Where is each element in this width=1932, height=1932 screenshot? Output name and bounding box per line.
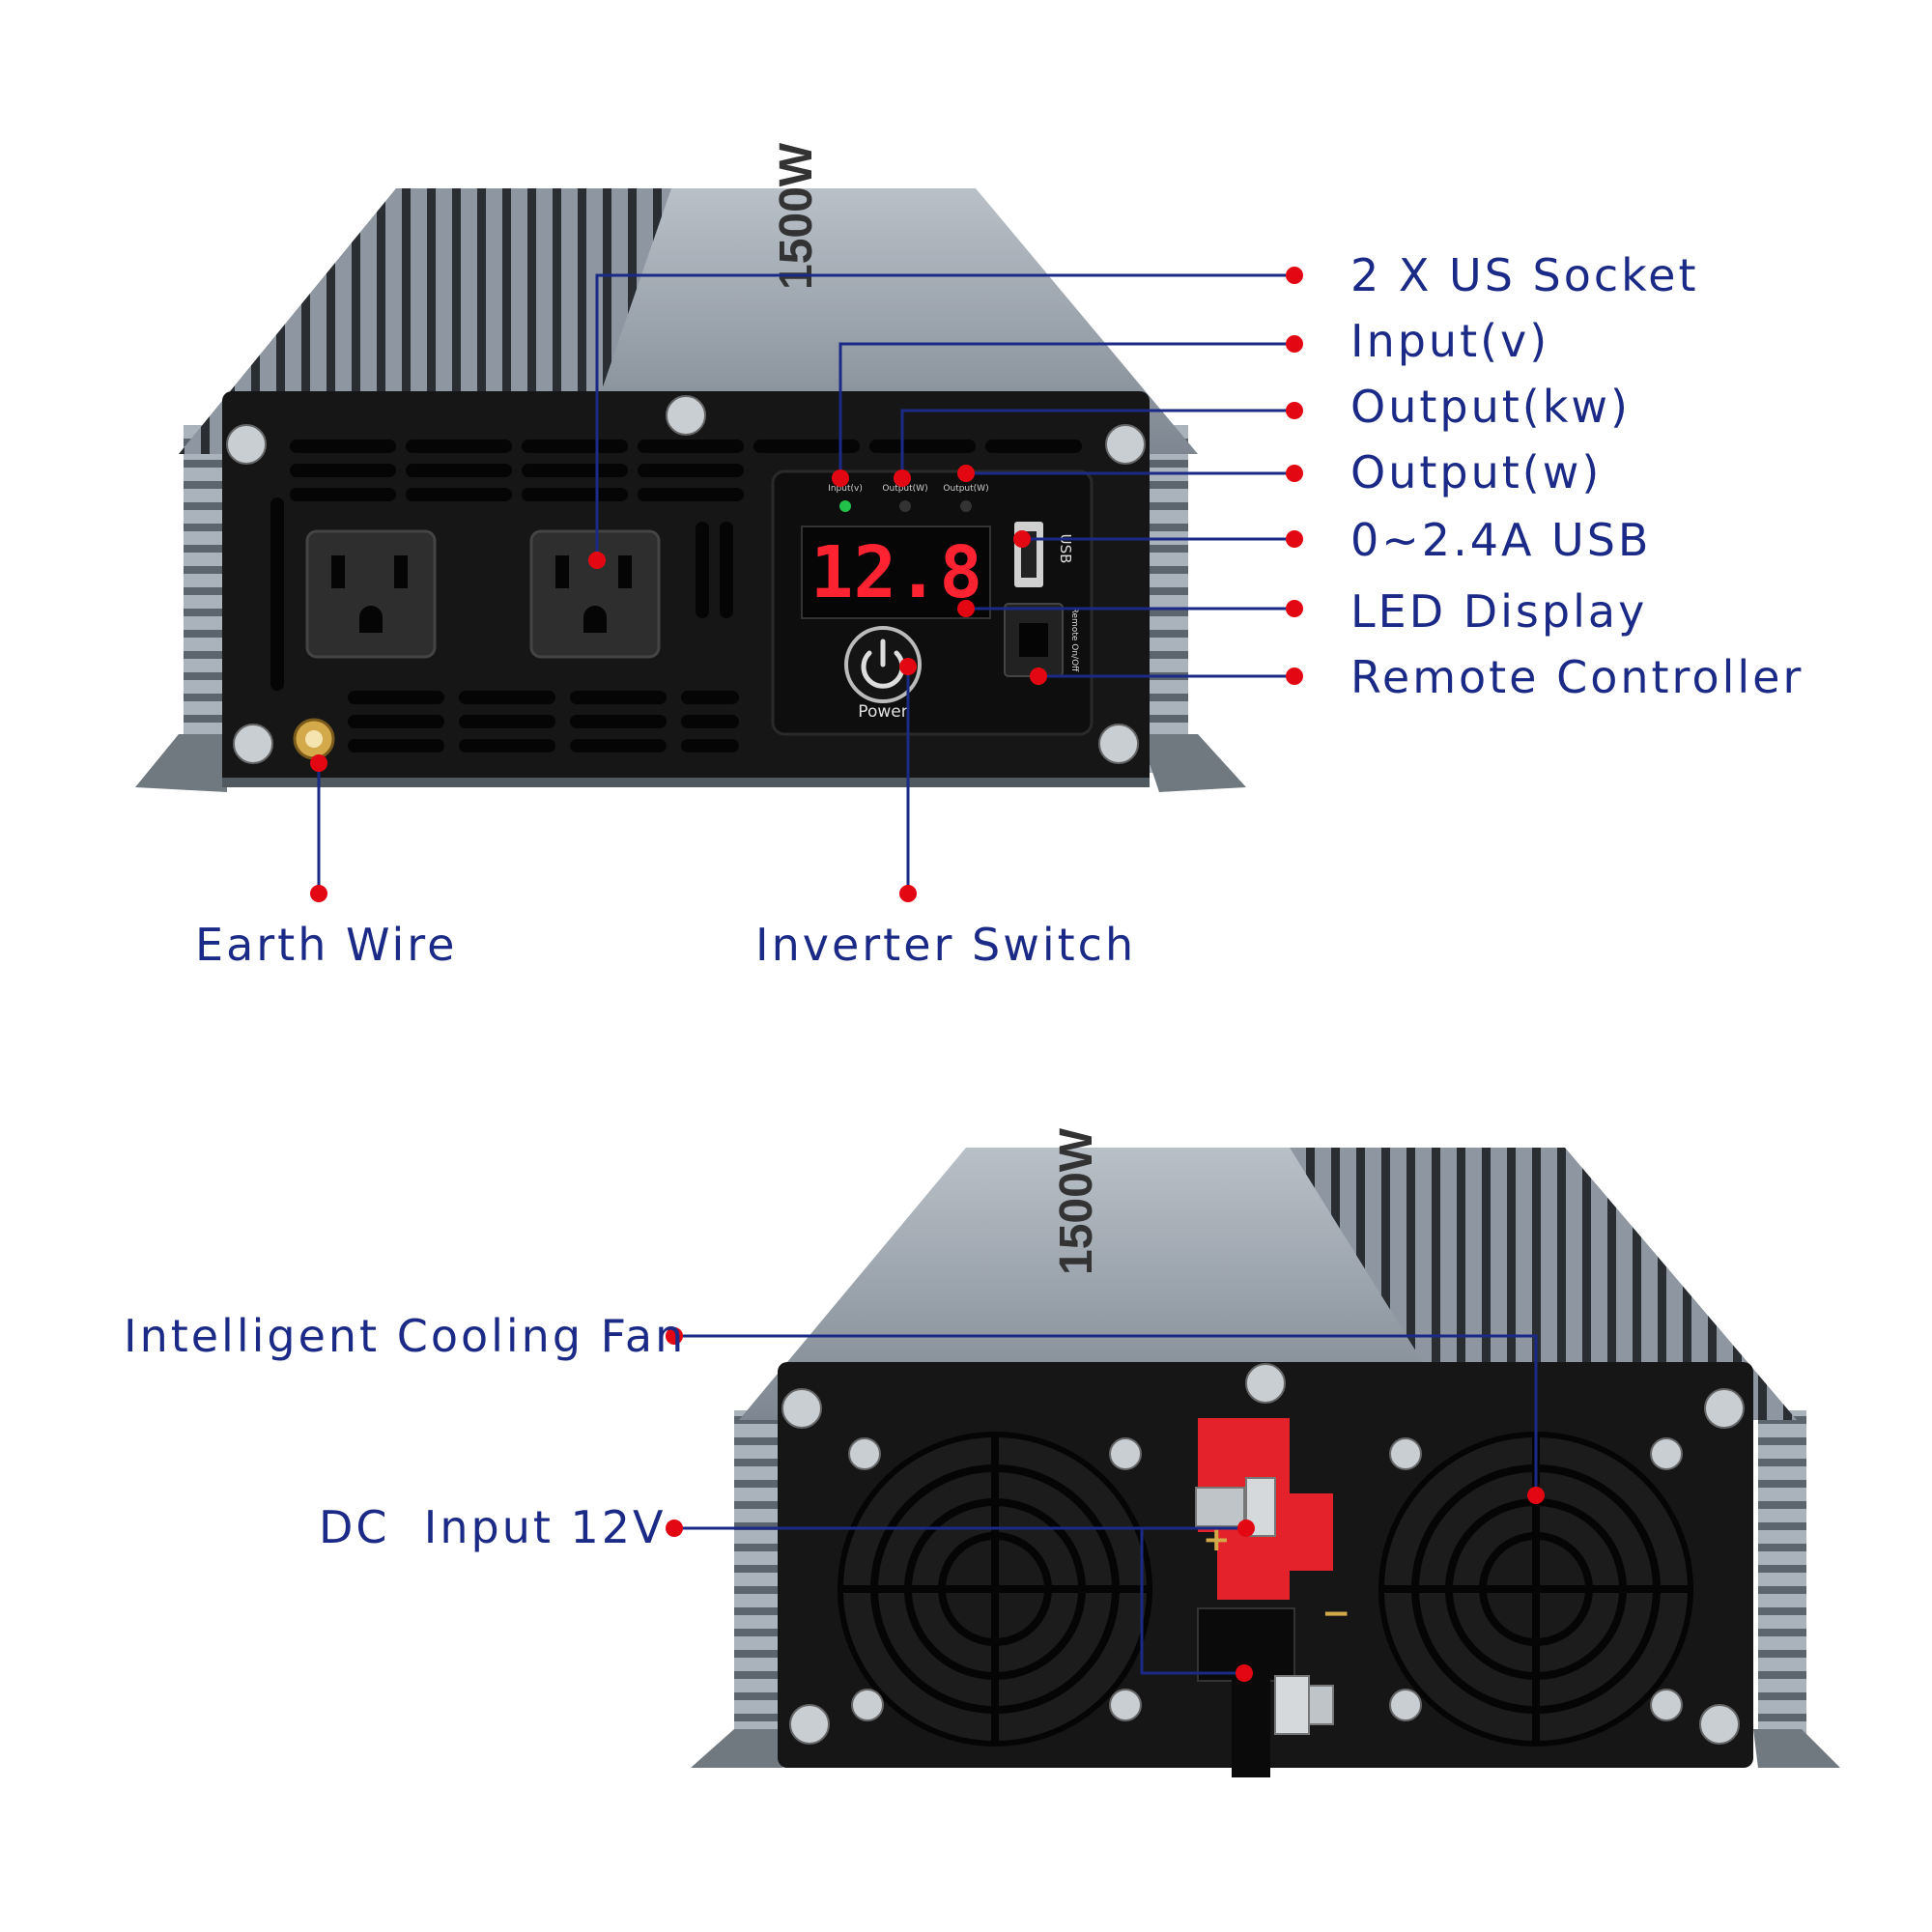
indicator-labels: Input(v) Output(W) Output(W): [828, 484, 988, 494]
marker-icon: [899, 885, 917, 902]
marker-icon: [1286, 668, 1303, 685]
marker-icon: [310, 754, 327, 772]
top-inverter-body: 1500W: [135, 142, 1246, 792]
bottom-top-fins: [1290, 1148, 1797, 1420]
indicator-label-output-w: Output(W): [943, 484, 988, 494]
marker-icon: [1013, 530, 1031, 548]
marker-icon: [1286, 465, 1303, 482]
marker-icon: [1286, 530, 1303, 548]
output-kw-led-icon: [899, 500, 911, 512]
callout-output-w: Output(w): [1350, 446, 1603, 498]
housing-wattage: 1500W: [771, 142, 822, 290]
screw-icon: [226, 424, 267, 465]
screw-icon: [1704, 1388, 1745, 1429]
marker-icon: [588, 552, 606, 569]
us-socket-right: [529, 529, 661, 659]
usb-label: USB: [1057, 534, 1074, 564]
callout-input-v: Input(v): [1350, 315, 1550, 367]
screw-icon: [1389, 1689, 1422, 1721]
bottom-housing-print: 1500W: [1051, 1127, 1102, 1275]
marker-icon: [666, 1327, 683, 1345]
marker-icon: [957, 465, 975, 482]
panel-screws: [226, 395, 1146, 764]
marker-icon: [899, 658, 917, 675]
callout-led-display: LED Display: [1350, 585, 1648, 638]
bottom-markers: [666, 1327, 1545, 1682]
screw-icon: [1109, 1437, 1142, 1470]
callout-remote-controller: Remote Controller: [1350, 651, 1804, 703]
fan-left: [838, 1432, 1152, 1747]
screw-icon: [1105, 424, 1146, 465]
indicator-label-output-kw: Output(W): [882, 484, 927, 494]
screw-icon: [1245, 1363, 1286, 1404]
screw-icon: [1109, 1689, 1142, 1721]
callout-dc-input: DC Input 12V: [319, 1501, 667, 1553]
screw-icon: [781, 1388, 822, 1429]
marker-icon: [957, 600, 975, 617]
marker-icon: [1286, 267, 1303, 284]
bottom-leader-lines: [674, 1334, 1538, 1675]
screw-icon: [1650, 1689, 1683, 1721]
output-w-led-icon: [960, 500, 972, 512]
top-fins: [179, 188, 671, 454]
screw-icon: [1650, 1437, 1683, 1470]
callout-usb: 0~2.4A USB: [1350, 514, 1652, 566]
earth-terminal-icon: [293, 718, 335, 760]
screw-icon: [666, 395, 706, 436]
marker-icon: [1286, 335, 1303, 353]
remote-label: Remote On/Off: [1069, 608, 1079, 672]
screw-icon: [233, 724, 273, 764]
power-button[interactable]: [844, 626, 922, 703]
marker-icon: [832, 469, 849, 487]
screw-icon: [848, 1437, 881, 1470]
marker-icon: [666, 1520, 683, 1537]
screw-icon: [789, 1704, 830, 1745]
led-display: [801, 526, 991, 619]
screw-icon: [1699, 1704, 1740, 1745]
marker-icon: [1236, 1664, 1253, 1682]
callout-us-socket: 2 X US Socket: [1350, 249, 1699, 301]
marker-icon: [1237, 1520, 1255, 1537]
bottom-inverter-body: 1500W: [691, 1127, 1840, 1777]
positive-terminal: +: [1195, 1418, 1333, 1600]
us-socket-left: [305, 529, 437, 659]
top-leader-lines: [317, 273, 1294, 894]
top-markers: [310, 267, 1303, 902]
callout-earth-wire: Earth Wire: [195, 919, 458, 971]
marker-icon: [310, 885, 327, 902]
rear-screws: [781, 1363, 1745, 1745]
callout-inverter-switch: Inverter Switch: [755, 919, 1137, 971]
screw-icon: [1389, 1437, 1422, 1470]
housing-print: 1500W: [771, 142, 822, 290]
bottom-housing-wattage: 1500W: [1051, 1127, 1102, 1275]
screw-icon: [1098, 724, 1139, 764]
front-vents: [270, 440, 1082, 753]
callout-cooling-fan: Intelligent Cooling Fan: [124, 1310, 687, 1362]
indicator-label-input: Input(v): [828, 484, 863, 494]
marker-icon: [1286, 600, 1303, 617]
positive-sign: +: [1203, 1520, 1231, 1559]
marker-icon: [1527, 1487, 1545, 1504]
led-display-value: 12.8: [810, 531, 982, 614]
screw-icon: [851, 1689, 884, 1721]
marker-icon: [894, 469, 911, 487]
input-led-icon: [839, 500, 851, 512]
negative-sign: −: [1321, 1594, 1350, 1634]
callout-output-kw: Output(kw): [1350, 381, 1631, 433]
power-label: Power: [858, 702, 907, 722]
marker-icon: [1286, 402, 1303, 419]
marker-icon: [1030, 668, 1047, 685]
